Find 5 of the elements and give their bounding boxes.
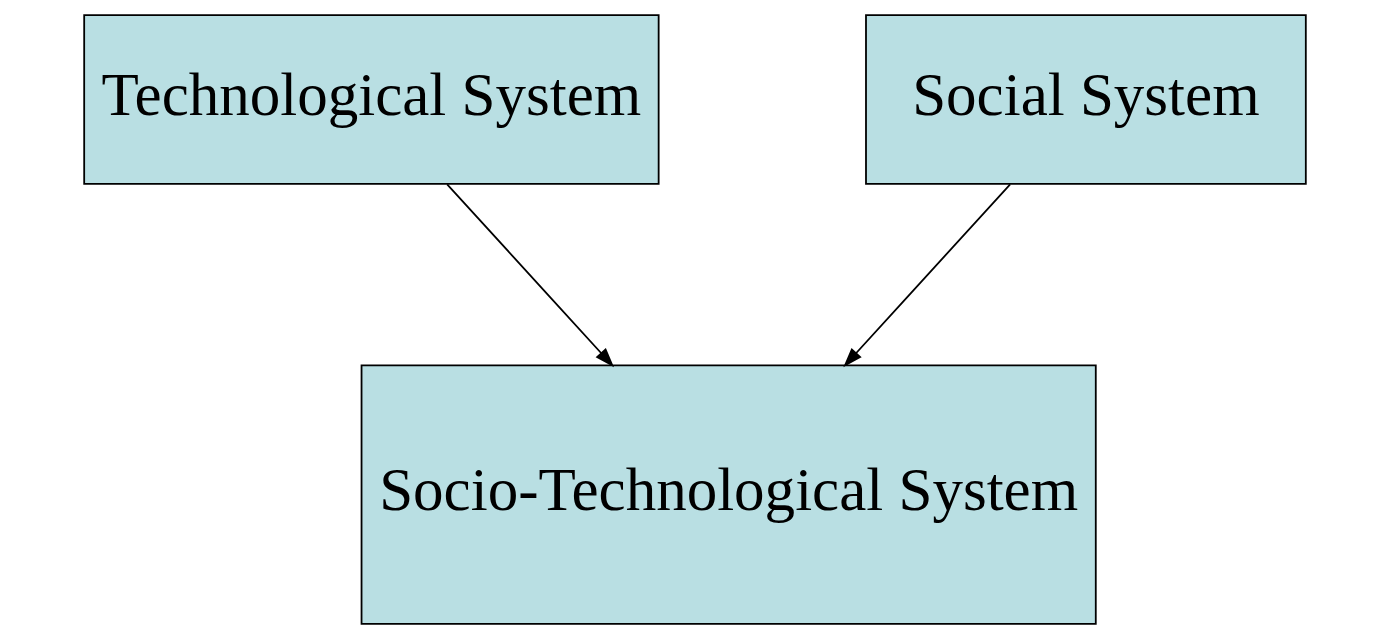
- node-box: Technological System: [83, 14, 660, 185]
- node-box: Socio-Technological System: [360, 364, 1097, 625]
- arrow: [446, 183, 615, 368]
- node-box: Social System: [865, 14, 1307, 185]
- arrow: [843, 183, 1012, 368]
